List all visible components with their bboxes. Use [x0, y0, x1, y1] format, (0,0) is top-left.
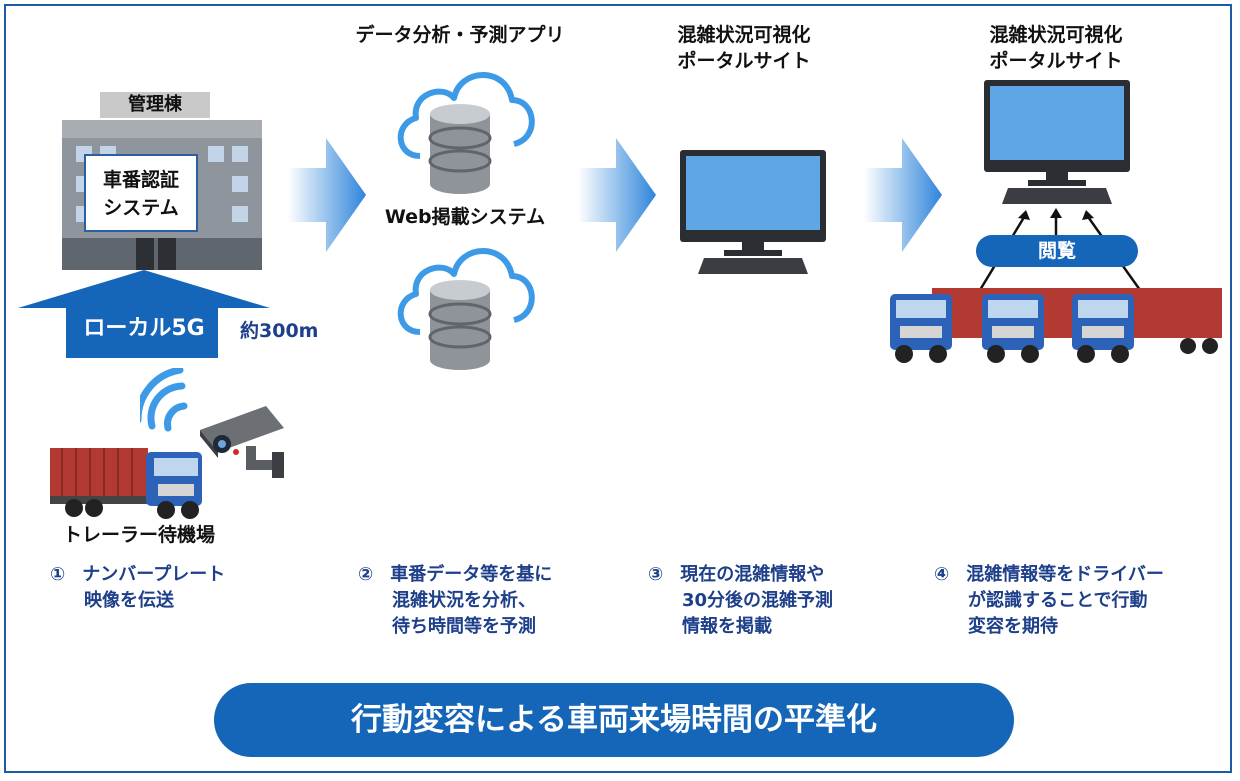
step-4-description: ④ 混雑情報等をドライバー が認識することで行動 変容を期待	[934, 562, 1164, 640]
step-3-line1: 現在の混雑情報や	[680, 564, 825, 585]
plate-recognition-system-box: 車番認証 システム	[84, 154, 198, 232]
step-3-number: ③	[648, 564, 664, 585]
step-2-line1: 車番データ等を基に	[390, 564, 553, 585]
local5g-label: ローカル5G	[83, 316, 205, 341]
web-publish-system-label: Web掲載システム	[384, 206, 546, 228]
step-3-line2: 30分後の混雑予測	[682, 590, 834, 611]
wireless-signal-icon	[140, 368, 188, 432]
truck-fleet-icon	[890, 288, 1222, 363]
trailer-truck-icon	[50, 448, 202, 519]
security-camera-icon	[200, 406, 284, 478]
system-label-line2: システム	[103, 197, 179, 219]
step-3-line3: 情報を掲載	[682, 616, 772, 637]
desktop-computer-icon-viewer	[984, 80, 1130, 204]
waiting-area-label: トレーラー待機場	[62, 524, 215, 546]
local5g-up-arrow	[18, 270, 270, 358]
step-2-number: ②	[358, 564, 374, 585]
step-2-line3: 待ち時間等を予測	[392, 616, 536, 637]
flow-arrow-2	[578, 138, 656, 252]
step-4-line1: 混雑情報等をドライバー	[966, 564, 1164, 585]
step-1-description: ① ナンバープレート 映像を伝送	[50, 562, 225, 614]
step-2-line2: 混雑状況を分析、	[392, 590, 536, 611]
step-1-number: ①	[50, 564, 66, 585]
conclusion-banner: 行動変容による車両来場時間の平準化	[214, 683, 1014, 757]
desktop-computer-icon	[680, 150, 826, 274]
portal1-title-line1: 混雑状況可視化	[677, 24, 811, 46]
flow-arrow-3	[864, 138, 942, 252]
step-1-line1: ナンバープレート	[82, 564, 226, 585]
portal2-title-line1: 混雑状況可視化	[989, 24, 1123, 46]
system-label-line1: 車番認証	[102, 169, 179, 191]
step-2-description: ② 車番データ等を基に 混雑状況を分析、 待ち時間等を予測	[358, 562, 552, 640]
distance-label: 約300m	[240, 320, 319, 342]
cloud-database-icon-bottom	[397, 248, 535, 370]
portal2-title-line2: ポータルサイト	[989, 50, 1123, 72]
building-title: 管理棟	[100, 92, 210, 118]
building-icon	[62, 120, 262, 270]
step-1-line2: 映像を伝送	[84, 590, 174, 611]
step-4-number: ④	[934, 564, 950, 585]
step-3-description: ③ 現在の混雑情報や 30分後の混雑予測 情報を掲載	[648, 562, 833, 640]
step-4-line3: 変容を期待	[968, 616, 1058, 637]
portal1-title-line2: ポータルサイト	[677, 50, 811, 72]
step-4-line2: が認識することで行動	[968, 590, 1148, 611]
cloud-database-icon-top	[397, 72, 535, 194]
viewing-badge: 閲覧	[976, 235, 1138, 267]
flow-arrow-1	[288, 138, 366, 252]
analysis-app-title: データ分析・予測アプリ	[355, 24, 565, 46]
